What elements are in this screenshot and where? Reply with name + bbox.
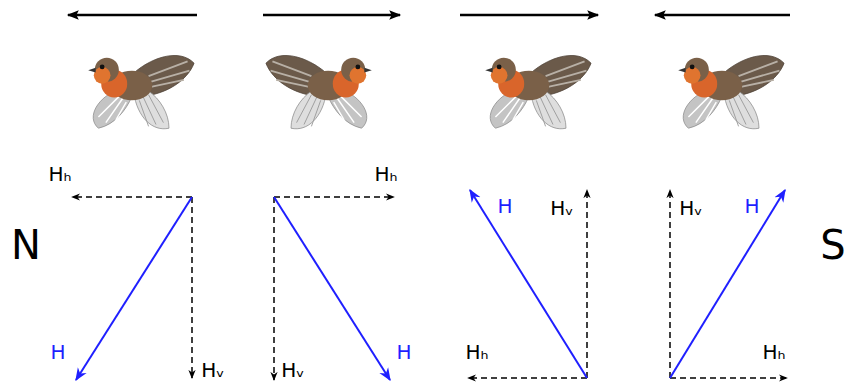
vector-label: H [497,196,512,216]
robin-illustration [266,55,372,128]
vector-diagram [72,197,192,380]
robin-illustration [678,55,784,128]
compass-label: N [11,225,41,265]
component-label: Hₕ [762,342,785,362]
component-label: Hₕ [48,164,71,184]
direction-arrow [68,14,197,17]
component-label: Hᵥ [550,198,573,218]
vector-label: H [396,342,411,362]
robin-illustration [88,55,194,128]
robin-illustration [485,55,591,128]
component-label: Hᵥ [281,360,304,380]
component-label: Hᵥ [679,198,702,218]
component-label: Hₕ [374,164,397,184]
direction-arrow [460,14,598,17]
compass-label: S [820,225,845,265]
vector-label: H [50,342,65,362]
component-label: Hₕ [465,342,488,362]
direction-arrow [263,14,400,17]
vector-diagram [670,190,787,378]
vector-diagram [274,197,394,380]
vector-label: H [744,196,759,216]
direction-arrow [655,14,790,17]
component-label: Hᵥ [201,360,224,380]
